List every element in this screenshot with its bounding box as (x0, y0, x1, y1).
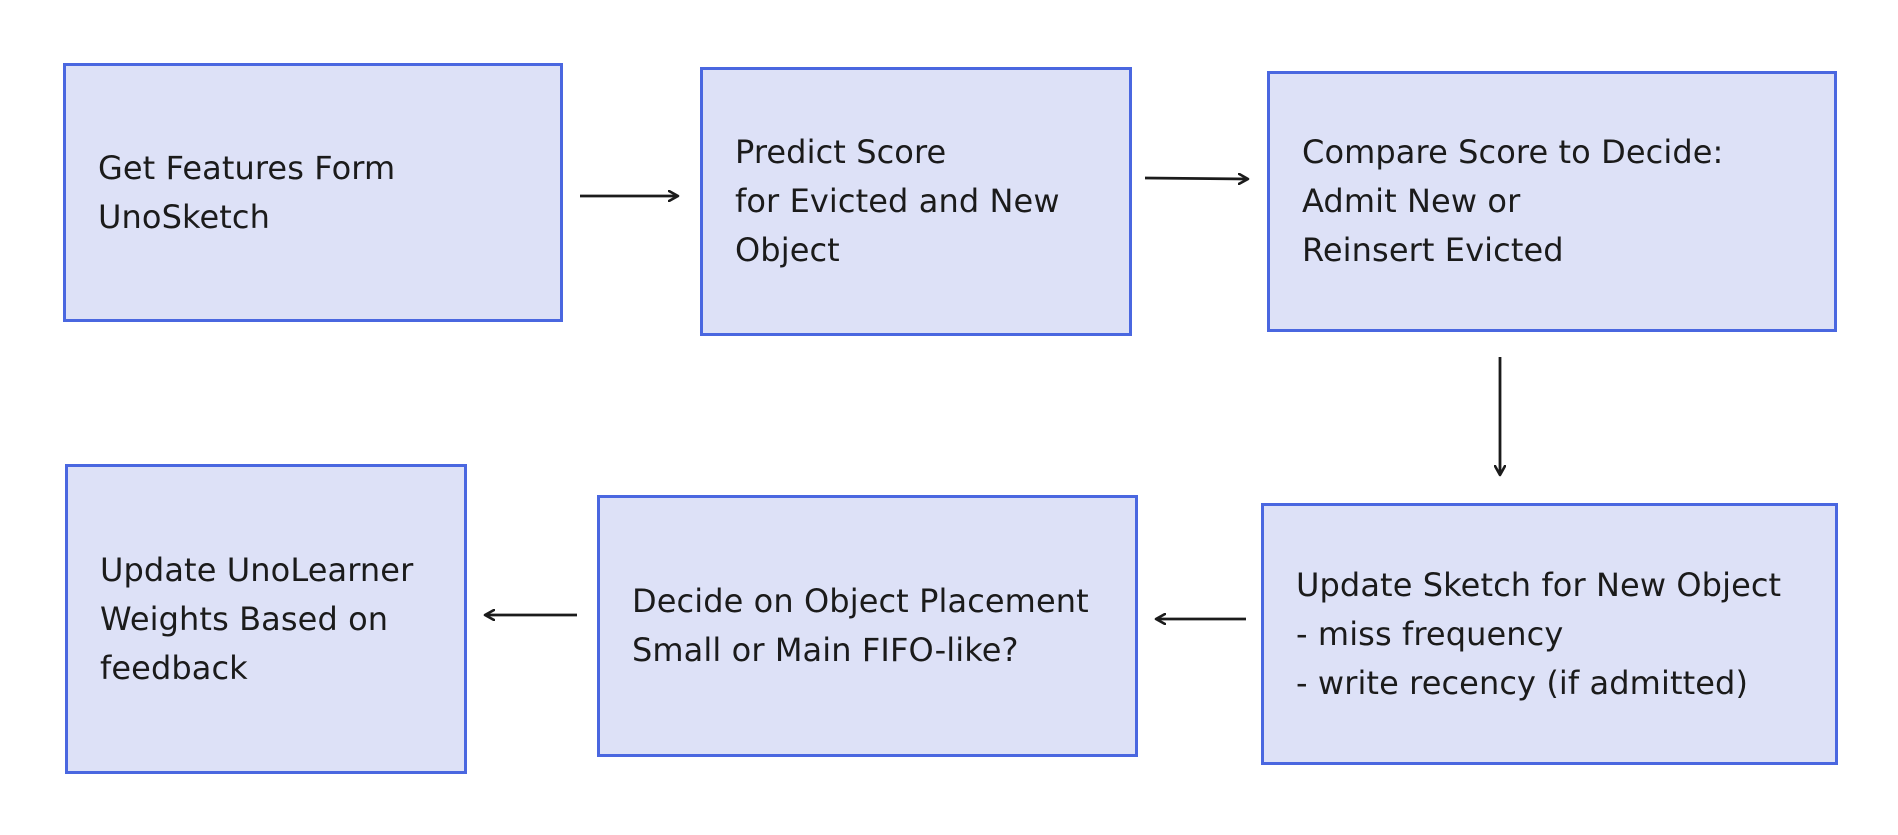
node-get-features: Get Features Form UnoSketch (63, 63, 563, 322)
node-label: Get Features Form UnoSketch (98, 148, 396, 236)
edge-n2-n3 (1144, 178, 1248, 179)
node-predict-score: Predict Score for Evicted and New Object (700, 67, 1132, 336)
node-compare-score: Compare Score to Decide: Admit New or Re… (1267, 71, 1837, 332)
node-update-learner: Update UnoLearner Weights Based on feedb… (65, 464, 467, 774)
node-update-sketch: Update Sketch for New Object - miss freq… (1261, 503, 1838, 765)
node-decide-placement: Decide on Object Placement Small or Main… (597, 495, 1138, 757)
node-label: Update UnoLearner Weights Based on feedb… (100, 550, 414, 687)
node-label: Update Sketch for New Object - miss freq… (1296, 565, 1782, 702)
node-label: Decide on Object Placement Small or Main… (632, 582, 1089, 669)
node-label: Predict Score for Evicted and New Object (735, 133, 1060, 269)
node-label: Compare Score to Decide: Admit New or Re… (1302, 133, 1724, 269)
